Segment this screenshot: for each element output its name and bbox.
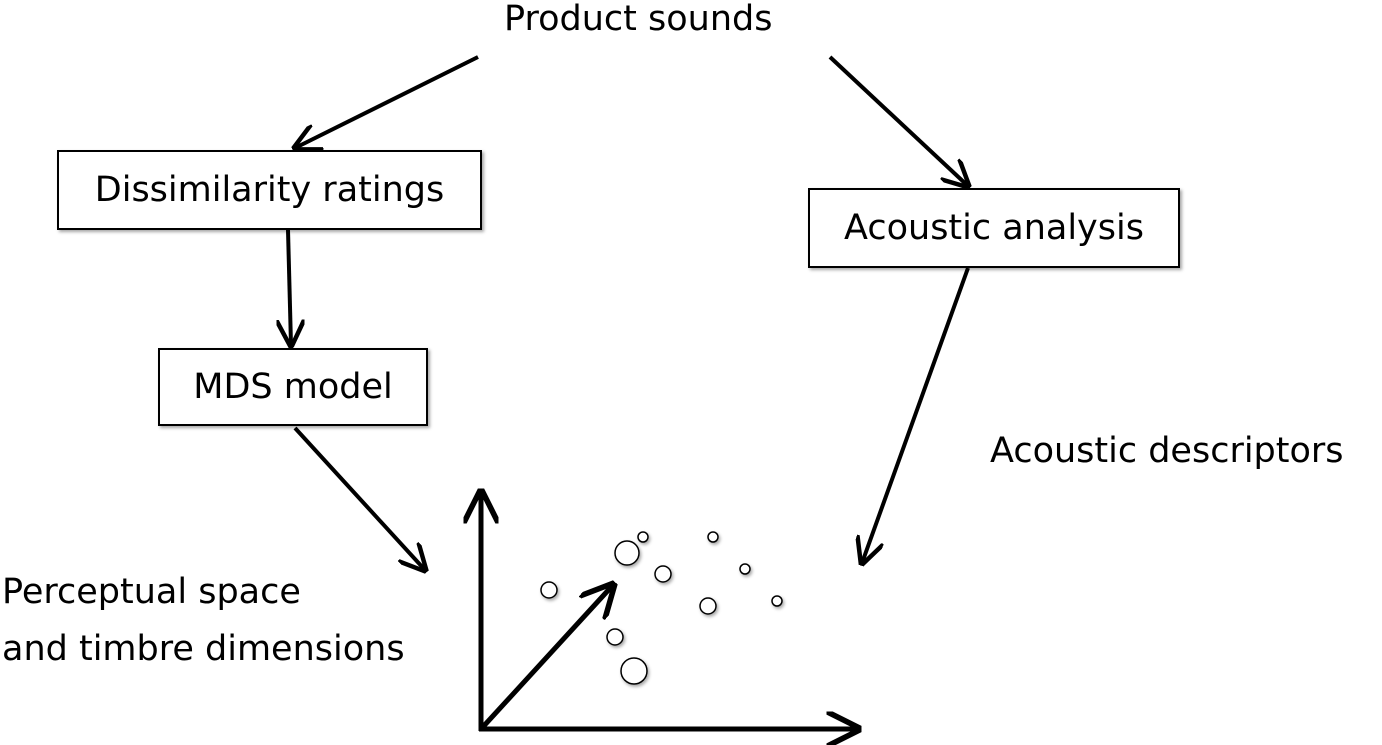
perceptual-space-label-line1: Perceptual space (2, 572, 301, 612)
mds-model-box: MDS model (158, 348, 428, 426)
diagonal-axis (479, 585, 613, 731)
arrow-acoustic-to-space (862, 267, 970, 563)
space-point (606, 628, 624, 646)
acoustic-analysis-label: Acoustic analysis (844, 208, 1144, 248)
space-point (637, 531, 649, 543)
space-point (739, 563, 751, 575)
mds-model-label: MDS model (193, 367, 393, 407)
arrow-source-to-dissimilarity (295, 55, 479, 148)
arrow-dissimilarity-to-mds (288, 229, 291, 345)
space-point (707, 531, 719, 543)
source-label: Product sounds (504, 0, 773, 39)
acoustic-analysis-box: Acoustic analysis (808, 188, 1180, 268)
arrow-mds-to-space (293, 426, 425, 570)
arrow-source-to-acoustic (828, 55, 968, 186)
space-point (699, 597, 717, 615)
space-point (620, 657, 648, 685)
space-point (654, 565, 672, 583)
acoustic-descriptors-label: Acoustic descriptors (990, 431, 1344, 471)
space-point (540, 581, 558, 599)
space-point (614, 540, 640, 566)
space-point (771, 595, 783, 607)
perceptual-space-label-line2: and timbre dimensions (2, 629, 405, 669)
dissimilarity-ratings-box: Dissimilarity ratings (57, 150, 482, 230)
dissimilarity-ratings-label: Dissimilarity ratings (94, 170, 445, 210)
